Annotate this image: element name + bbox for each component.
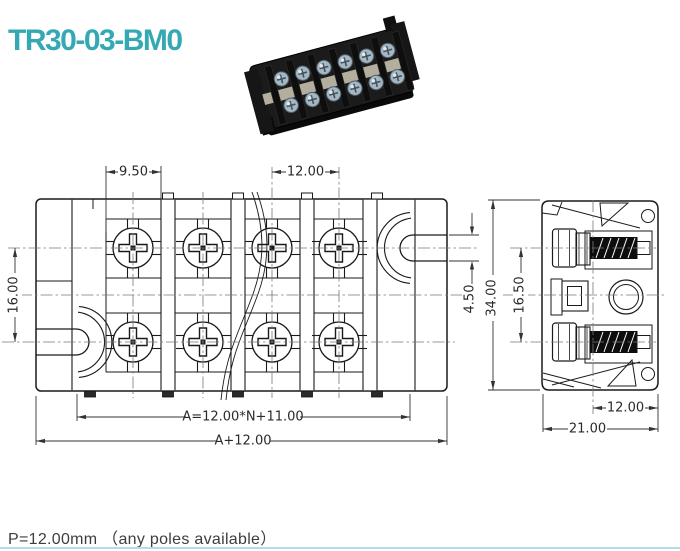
front-centerlines (2, 167, 478, 398)
break-line (220, 191, 268, 401)
divider-tabs (84, 192, 383, 398)
footer-divider (0, 547, 680, 549)
front-view (2, 167, 478, 401)
dim-front-inner-length: A=12.00*N+11.00 (182, 410, 303, 425)
dimensions: 9.50 12.00 16.00 4.50 A=12.00*N+11.00 A+… (7, 165, 659, 449)
dim-front-pitch: 12.00 (287, 165, 324, 180)
product-code-title: TR30-03-BM0 (8, 24, 183, 57)
dim-side-screw-span: 16.50 (513, 276, 528, 313)
center-clamp (550, 278, 589, 316)
side-centerlines (503, 200, 664, 414)
dim-front-slot-span: 16.00 (7, 276, 22, 313)
product-photo (243, 15, 420, 136)
dim-side-height: 34.00 (485, 279, 500, 316)
dim-front-end-width: 9.50 (119, 165, 148, 180)
dim-front-slot-width: 4.50 (463, 285, 478, 314)
dim-side-width: 21.00 (569, 422, 606, 437)
dim-side-depth: 12.00 (607, 401, 644, 416)
pitch-note: P=12.00mm （any poles available） (8, 531, 277, 548)
barrier-fins (263, 30, 415, 126)
center-hole (608, 279, 644, 315)
dim-front-total-length: A+12.00 (214, 434, 271, 449)
side-view (503, 200, 664, 414)
